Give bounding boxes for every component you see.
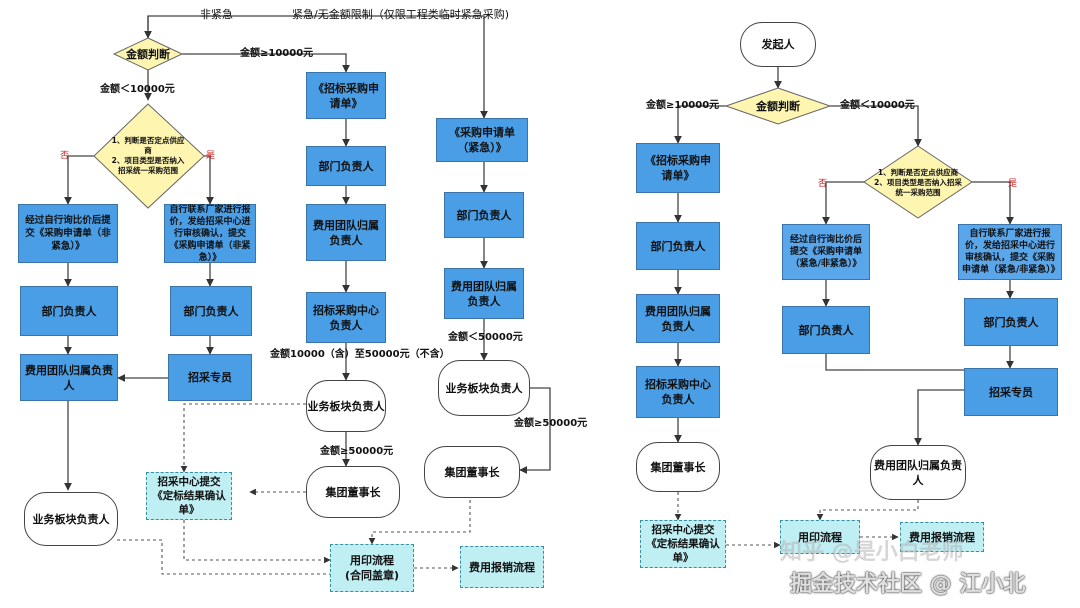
box-right-self-contact: 自行联系厂家进行报价，发给招采中心进行审核确认，提交《采购申请单（紧急/非紧急）…	[958, 224, 1062, 280]
oval-right-group-chairman: 集团董事长	[636, 442, 720, 492]
watermark-juejin: 掘金技术社区 @ 江小北	[790, 572, 1026, 597]
box-right-procurement-staff: 招采专员	[964, 368, 1058, 416]
label-amount-lt: 金额＜10000元	[100, 84, 175, 95]
box-right-tender-center-head: 招标采购中心负责人	[636, 366, 720, 418]
box-cost-team-2: 费用团队归属负责人	[306, 204, 386, 261]
decision-check-text: 1、判断是否定点供应商 2、项目类型是否纳入招采统一采购范围	[111, 136, 185, 175]
oval-right-cost-team-2: 费用团队归属负责人	[870, 445, 966, 500]
oval-group-chairman-1: 集团董事长	[306, 466, 400, 518]
label-amount-ge: 金额≥10000元	[240, 48, 314, 59]
label-right-amount-lt: 金额＜10000元	[840, 100, 915, 111]
box-dept-head-1: 部门负责人	[20, 286, 118, 336]
box-right-tender-submit: 招采中心提交《定标结果确认单》	[640, 520, 726, 568]
box-dept-head-4: 部门负责人	[444, 192, 524, 238]
box-cost-team-1: 费用团队归属负责人	[20, 354, 118, 401]
box-right-expense-flow: 费用报销流程	[900, 522, 984, 552]
box-urgent-request: 《采购申请单（紧急）》	[436, 118, 528, 162]
box-seal-flow-left: 用印流程 (合同盖章)	[330, 544, 414, 592]
box-right-dept-head-2: 部门负责人	[782, 306, 870, 354]
label-yes: 是	[206, 151, 216, 161]
box-tender-submit-left: 招采中心提交《定标结果确认单》	[146, 472, 232, 520]
box-right-self-inquiry: 经过自行询比价后提交《采购申请单（紧急/非紧急）》	[782, 224, 870, 280]
decision-amount-right	[724, 87, 832, 125]
box-tender-center-head: 招标采购中心负责人	[306, 292, 386, 343]
label-amount-lt-50000: 金额＜50000元	[448, 332, 523, 343]
label-right-amount-ge: 金额≥10000元	[646, 100, 720, 111]
decision-check-right	[863, 145, 973, 219]
box-cost-team-3: 费用团队归属负责人	[444, 268, 524, 319]
box-tender-request: 《招标采购申请单》	[306, 72, 386, 119]
label-amount-ge-50000-b: 金额≥50000元	[514, 418, 588, 429]
box-self-inquiry: 经过自行询比价后提交《采购申请单（非紧急）》	[18, 204, 118, 263]
decision-check-right-text: 1、判断是否定点供应商 2、项目类型是否纳入招采统一采购范围	[874, 168, 962, 197]
box-expense-flow-left: 费用报销流程	[460, 546, 544, 588]
box-dept-head-3: 部门负责人	[306, 146, 386, 186]
box-right-seal-flow: 用印流程	[780, 520, 860, 554]
oval-business-head-1: 业务板块负责人	[24, 492, 118, 546]
box-right-cost-team-1: 费用团队归属负责人	[636, 294, 720, 343]
box-self-contact: 自行联系厂家进行报价，发给招采中心进行审核确认，提交《采购申请单（非紧急）》	[164, 204, 256, 263]
label-right-yes: 是	[1008, 179, 1018, 189]
oval-business-head-3: 业务板块负责人	[438, 360, 530, 416]
oval-group-chairman-2: 集团董事长	[424, 446, 520, 498]
box-right-dept-head-1: 部门负责人	[636, 222, 720, 270]
box-right-dept-head-3: 部门负责人	[964, 298, 1058, 346]
decision-check-left	[93, 103, 205, 209]
label-right-no: 否	[818, 179, 828, 189]
label-amount-range: 金额10000（含）至50000元（不含）	[270, 349, 450, 360]
oval-business-head-2: 业务板块负责人	[306, 380, 386, 432]
label-non-urgent: 非紧急	[200, 8, 233, 21]
decision-amount-text: 金额判断	[126, 47, 170, 61]
watermark-zhihu: 知乎 @是小白老师	[780, 540, 964, 565]
box-dept-head-2: 部门负责人	[170, 286, 252, 336]
box-procurement-staff: 招采专员	[168, 354, 252, 401]
label-amount-ge-50000-a: 金额≥50000元	[320, 446, 394, 457]
decision-amount-right-text: 金额判断	[756, 99, 800, 113]
label-urgent: 紧急/无金额限制（仅限工程类临时紧急采购)	[292, 8, 509, 21]
label-no: 否	[60, 151, 70, 161]
decision-amount-left	[112, 37, 184, 71]
box-right-tender-request: 《招标采购申请单》	[636, 143, 720, 193]
oval-initiator: 发起人	[740, 22, 816, 67]
